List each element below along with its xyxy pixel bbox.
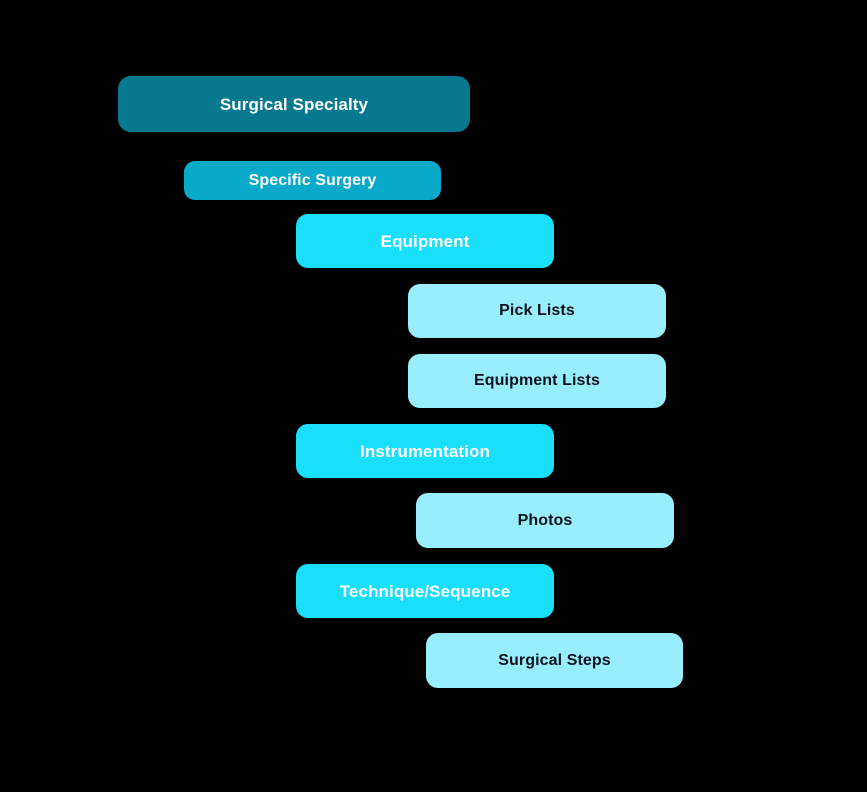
node-specific-surgery[interactable]: Specific Surgery xyxy=(184,161,441,200)
node-equipment-lists[interactable]: Equipment Lists xyxy=(408,354,666,408)
node-label: Pick Lists xyxy=(499,302,575,319)
node-label: Technique/Sequence xyxy=(339,581,511,601)
node-label: Surgical Steps xyxy=(498,651,611,669)
node-label: Surgical Specialty xyxy=(219,94,369,114)
node-technique-sequence[interactable]: Technique/Sequence xyxy=(296,564,554,618)
node-label: Photos xyxy=(517,511,573,529)
node-equipment[interactable]: Equipment xyxy=(296,214,554,268)
node-label: Specific Surgery xyxy=(248,171,377,189)
node-instrumentation[interactable]: Instrumentation xyxy=(296,424,554,478)
node-surgical-steps[interactable]: Surgical Steps xyxy=(426,633,683,688)
node-surgical-specialty[interactable]: Surgical Specialty xyxy=(118,76,470,132)
node-label: Equipment xyxy=(380,231,470,251)
node-photos[interactable]: Photos xyxy=(416,493,674,548)
node-label: Instrumentation xyxy=(360,441,490,461)
node-label: Equipment Lists xyxy=(474,372,600,389)
node-pick-lists[interactable]: Pick Lists xyxy=(408,284,666,338)
